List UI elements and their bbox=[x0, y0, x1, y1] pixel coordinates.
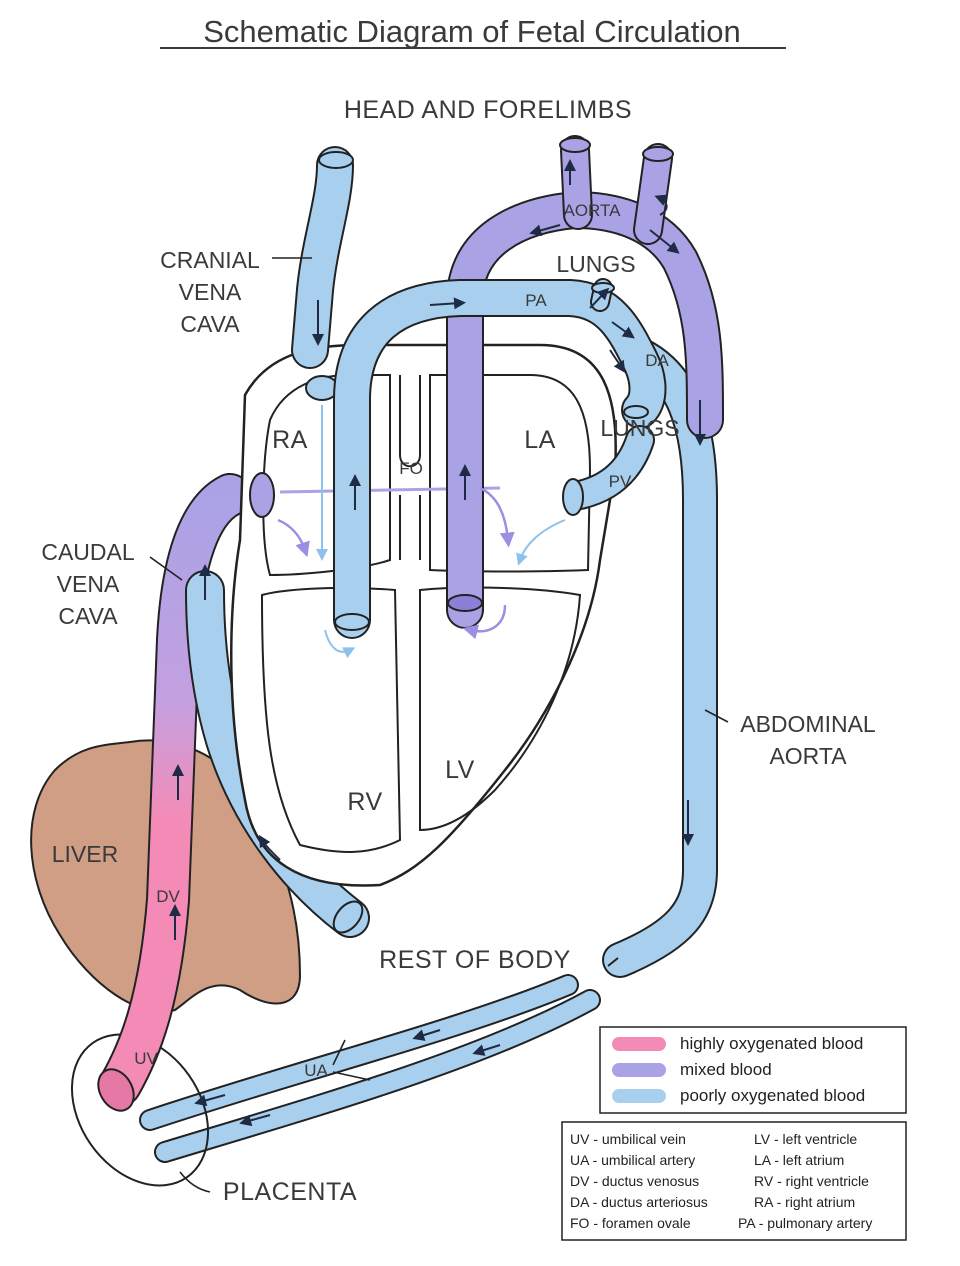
abbr-left-2: DV - ductus venosus bbox=[570, 1173, 699, 1189]
cranial-vena-cava-opening bbox=[318, 151, 354, 169]
ua-label: UA bbox=[304, 1061, 328, 1080]
caudal-vena-cava-label-1: CAUDAL bbox=[41, 539, 135, 565]
aorta-branch-right-opening bbox=[642, 146, 674, 162]
legend-label-poorly-oxygenated: poorly oxygenated blood bbox=[680, 1086, 865, 1105]
caudal-vena-cava-label-3: CAVA bbox=[58, 603, 118, 629]
placenta-shape bbox=[70, 1033, 210, 1187]
caudal-vena-cava-inlet bbox=[249, 472, 275, 518]
aorta-label: AORTA bbox=[564, 201, 622, 220]
abbreviations-box: UV - umbilical vein UA - umbilical arter… bbox=[561, 1121, 907, 1241]
la-label: LA bbox=[524, 426, 556, 454]
abbr-left-0: UV - umbilical vein bbox=[570, 1131, 686, 1147]
abbr-right-3: RA - right atrium bbox=[754, 1194, 855, 1210]
abdominal-aorta-branch-left bbox=[607, 957, 619, 967]
legend-swatch-mixed bbox=[612, 1063, 666, 1077]
lungs-right-label: LUNGS bbox=[600, 415, 679, 441]
flow-arrows bbox=[169, 159, 706, 1127]
abbr-right-4: PA - pulmonary artery bbox=[738, 1215, 872, 1231]
heart-outline bbox=[230, 343, 617, 887]
caudal-leader bbox=[149, 556, 183, 581]
fo-flow-arrow-purple bbox=[479, 486, 515, 548]
legend-swatch-poorly-oxygenated bbox=[612, 1089, 666, 1103]
rest-of-body-label: REST OF BODY bbox=[379, 946, 571, 974]
umbilical-vein-opening bbox=[97, 1068, 135, 1112]
left-ventricle-wall bbox=[419, 586, 582, 832]
pv-label: PV bbox=[609, 472, 632, 491]
diagram-title: Schematic Diagram of Fetal Circulation bbox=[203, 14, 741, 49]
lv-label: LV bbox=[445, 756, 475, 784]
abbr-right-0: LV - left ventricle bbox=[754, 1131, 857, 1147]
abbr-left-1: UA - umbilical artery bbox=[570, 1152, 695, 1168]
right-ventricle-wall bbox=[260, 586, 402, 853]
abbr-right-2: RV - right ventricle bbox=[754, 1173, 869, 1189]
lower-body-vein-opening bbox=[332, 900, 364, 934]
fo-label: FO bbox=[399, 459, 423, 478]
legend-label-highly-oxygenated: highly oxygenated blood bbox=[680, 1034, 863, 1053]
head-forelimbs-label: HEAD AND FORELIMBS bbox=[344, 96, 632, 124]
uv-label: UV bbox=[134, 1049, 158, 1068]
color-legend: highly oxygenated blood mixed blood poor… bbox=[599, 1026, 907, 1114]
lv-flow-arrow-purple bbox=[462, 604, 507, 640]
legend-label-mixed: mixed blood bbox=[680, 1060, 772, 1079]
septum-lower bbox=[399, 495, 421, 560]
abdominal-aorta-label-2: AORTA bbox=[769, 743, 847, 769]
aorta-branch-left-opening bbox=[559, 137, 591, 153]
placenta-label: PLACENTA bbox=[223, 1178, 357, 1206]
ua-leader bbox=[332, 1039, 371, 1081]
placenta-leader bbox=[179, 1171, 211, 1193]
pulmonary-artery-root-opening bbox=[334, 613, 370, 631]
ra-flow-arrow-purple bbox=[277, 518, 310, 558]
pulmonary-branch-lung-opening bbox=[623, 405, 649, 419]
abdominal-aorta-leader bbox=[704, 709, 729, 723]
ra-label: RA bbox=[272, 426, 308, 454]
da-label: DA bbox=[645, 351, 669, 370]
cranial-vena-cava-label-1: CRANIAL bbox=[160, 247, 260, 273]
la-flow-arrow-blue bbox=[516, 519, 566, 566]
dv-label: DV bbox=[156, 887, 180, 906]
lungs-top-label: LUNGS bbox=[556, 251, 635, 277]
pulmonary-branch-opening bbox=[591, 282, 615, 294]
cranial-vena-cava-label-2: VENA bbox=[179, 279, 242, 305]
rv-label: RV bbox=[347, 788, 382, 816]
aorta-root-opening bbox=[447, 594, 483, 612]
abbr-right-1: LA - left atrium bbox=[754, 1152, 844, 1168]
rv-flow-arrow-blue bbox=[324, 629, 356, 659]
cranial-vena-cava-label-3: CAVA bbox=[180, 311, 240, 337]
abbr-left-3: DA - ductus arteriosus bbox=[570, 1194, 708, 1210]
pulmonary-vein-inlet bbox=[562, 478, 584, 516]
abbr-left-4: FO - foramen ovale bbox=[570, 1215, 691, 1231]
septum-top bbox=[399, 375, 421, 468]
liver-label: LIVER bbox=[52, 841, 118, 867]
pa-label: PA bbox=[525, 291, 547, 310]
caudal-vena-cava-label-2: VENA bbox=[57, 571, 120, 597]
abdominal-aorta-label-1: ABDOMINAL bbox=[740, 711, 876, 737]
legend-swatch-highly-oxygenated bbox=[612, 1037, 666, 1051]
